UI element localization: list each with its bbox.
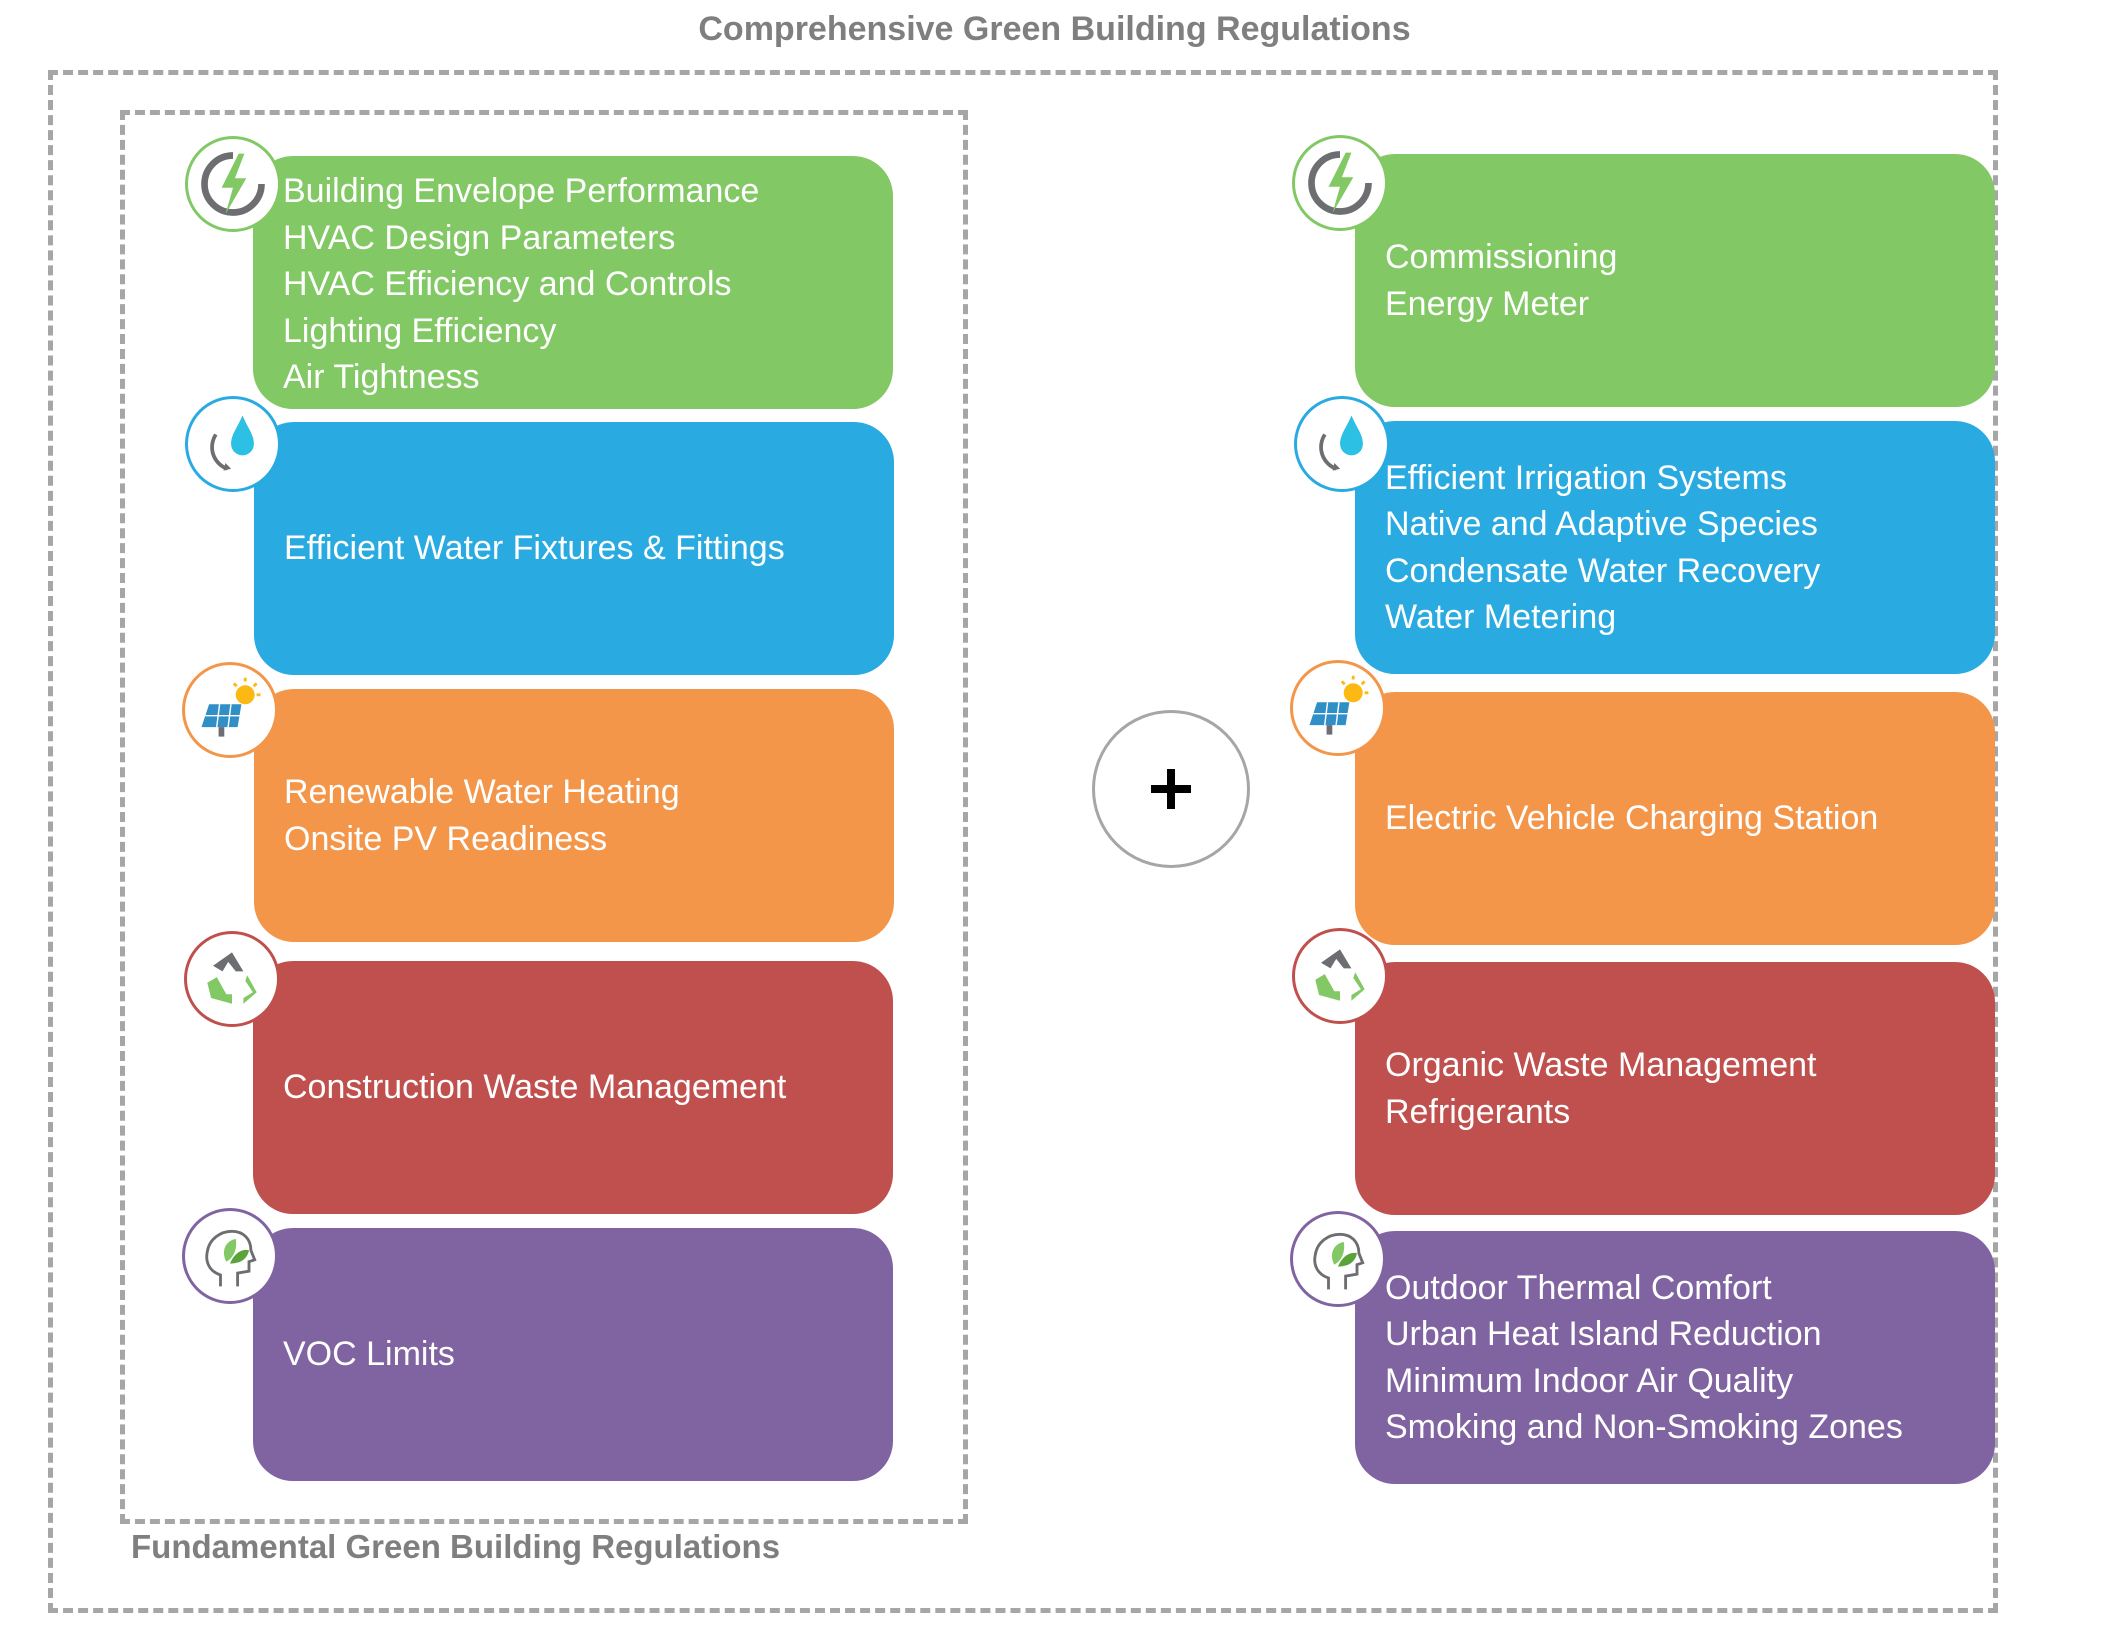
comprehensive-waste-card: Organic Waste Management Refrigerants <box>1355 962 1995 1215</box>
solar-panel-sun-icon <box>182 662 278 758</box>
water-drop-recycle-icon <box>1294 396 1390 492</box>
list-item: Efficient Irrigation Systems <box>1385 458 1787 497</box>
fundamental-frame <box>120 110 968 1524</box>
list-item: Water Metering <box>1385 598 1617 636</box>
fundamental-title: Fundamental Green Building Regulations <box>131 1528 781 1565</box>
list-item: Efficient Water Fixtures & Fittings <box>284 529 785 568</box>
list-item: VOC Limits <box>283 1335 455 1374</box>
comprehensive-health-card: Outdoor Thermal Comfort Urban Heat Islan… <box>1355 1231 1995 1484</box>
list-item: Commissioning <box>1385 238 1618 276</box>
comprehensive-title: Comprehensive Green Building Regulations <box>698 10 1411 48</box>
list-item: Air Tightness <box>283 358 480 396</box>
list-item: HVAC Efficiency and Controls <box>283 265 732 303</box>
comprehensive-water-card: Efficient Irrigation Systems Native and … <box>1355 421 1995 674</box>
fundamental-renewable-card: Renewable Water Heating Onsite PV Readin… <box>254 689 894 942</box>
fundamental-energy-card: Building Envelope Performance HVAC Desig… <box>253 156 893 409</box>
list-item: Building Envelope Performance <box>283 172 760 210</box>
solar-panel-sun-icon <box>1290 660 1386 756</box>
list-item: Outdoor Thermal Comfort <box>1385 1268 1772 1307</box>
list-item: Electric Vehicle Charging Station <box>1385 799 1879 838</box>
fundamental-waste-card: Construction Waste Management <box>253 961 893 1214</box>
list-item: Minimum Indoor Air Quality <box>1385 1361 1794 1400</box>
water-drop-recycle-icon <box>185 396 281 492</box>
recycle-arrows-icon <box>184 931 280 1027</box>
head-leaves-icon <box>1290 1211 1386 1307</box>
comprehensive-frame <box>48 70 1998 1613</box>
list-item: Organic Waste Management <box>1385 1046 1817 1084</box>
lightning-bolt-icon <box>185 136 281 232</box>
comprehensive-energy-card: Commissioning Energy Meter <box>1355 154 1995 407</box>
head-leaves-icon <box>182 1208 278 1304</box>
lightning-bolt-icon <box>1292 135 1388 231</box>
comprehensive-renewable-card: Electric Vehicle Charging Station <box>1355 692 1995 945</box>
list-item: Urban Heat Island Reduction <box>1385 1315 1822 1353</box>
list-item: Refrigerants <box>1385 1092 1571 1131</box>
list-item: Condensate Water Recovery <box>1385 551 1821 590</box>
list-item: Onsite PV Readiness <box>284 819 608 858</box>
recycle-arrows-icon <box>1292 928 1388 1024</box>
list-item: Smoking and Non-Smoking Zones <box>1385 1408 1903 1446</box>
list-item: Lighting Efficiency <box>283 311 557 350</box>
fundamental-water-card: Efficient Water Fixtures & Fittings <box>254 422 894 675</box>
plus-icon <box>1092 710 1250 868</box>
list-item: HVAC Design Parameters <box>283 218 676 257</box>
list-item: Construction Waste Management <box>283 1068 787 1107</box>
fundamental-health-card: VOC Limits <box>253 1228 893 1481</box>
list-item: Native and Adaptive Species <box>1385 505 1818 543</box>
list-item: Renewable Water Heating <box>284 773 680 811</box>
list-item: Energy Meter <box>1385 284 1590 323</box>
